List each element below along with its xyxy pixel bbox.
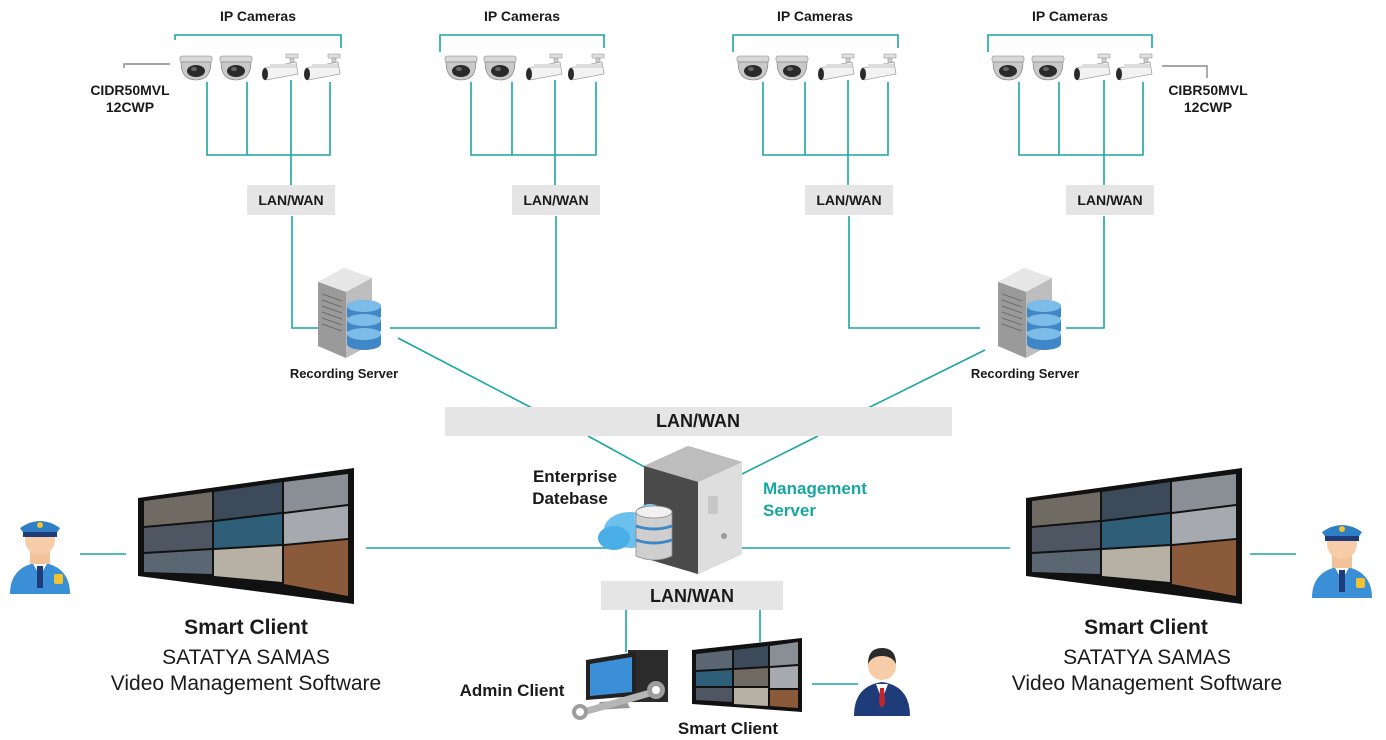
- smart-client-software-line2: Video Management Software: [111, 672, 381, 695]
- dome-camera-icon: [179, 55, 213, 81]
- recording-server-label: Recording Server: [971, 366, 1079, 381]
- bullet-camera-icon: [859, 53, 897, 81]
- camera-group-4: IP Cameras LAN/WAN: [991, 8, 1154, 215]
- camera-group-title: IP Cameras: [220, 8, 296, 24]
- camera-model-left-line2: 12CWP: [106, 99, 154, 115]
- bullet-camera-icon: [525, 53, 563, 81]
- video-wall-small-icon: [692, 638, 802, 712]
- dome-camera-icon: [991, 55, 1025, 81]
- camera-model-right-line2: 12CWP: [1184, 99, 1232, 115]
- network-box: [1066, 185, 1154, 215]
- smart-client-software-line1: SATATYA SAMAS: [162, 646, 330, 669]
- database-label-line1: Enterprise: [533, 467, 617, 486]
- wrench-icon: [572, 681, 665, 720]
- management-server-label-line2: Server: [763, 501, 816, 520]
- recording-server-icon: [997, 267, 1062, 359]
- camera-model-right-line1: CIBR50MVL: [1168, 82, 1248, 98]
- bullet-camera-icon: [567, 53, 605, 81]
- admin-client: Admin Client: [460, 650, 668, 720]
- dome-camera-icon: [219, 55, 253, 81]
- user-person-icon: [854, 648, 910, 716]
- bottom-network-box: [601, 581, 783, 610]
- network-label: LAN/WAN: [258, 192, 323, 208]
- recording-server-label: Recording Server: [290, 366, 398, 381]
- recording-server-icon: [317, 267, 382, 359]
- camera-group-1: IP Cameras LAN/WAN: [179, 8, 341, 215]
- smart-client-left: Smart Client SATATYA SAMAS Video Managem…: [10, 468, 381, 695]
- connector-lines: [80, 34, 1296, 685]
- bullet-camera-icon: [261, 53, 299, 81]
- network-box: [247, 185, 335, 215]
- bullet-camera-icon: [1073, 53, 1111, 81]
- dome-camera-icon: [1031, 55, 1065, 81]
- camera-group-3: IP Cameras LAN/WAN: [736, 8, 897, 215]
- database-label-line2: Datebase: [532, 489, 608, 508]
- enterprise-database-icon: [598, 504, 673, 561]
- network-box: [512, 185, 600, 215]
- camera-group-2: IP Cameras LAN/WAN: [444, 8, 605, 215]
- dome-camera-icon: [483, 55, 517, 81]
- camera-group-title: IP Cameras: [777, 8, 853, 24]
- network-box: [805, 185, 893, 215]
- network-label: LAN/WAN: [816, 192, 881, 208]
- smart-client-right: Smart Client SATATYA SAMAS Video Managem…: [1012, 468, 1372, 695]
- dome-camera-icon: [444, 55, 478, 81]
- camera-group-title: IP Cameras: [484, 8, 560, 24]
- smart-client-software-line1: SATATYA SAMAS: [1063, 646, 1231, 669]
- management-server-label-line1: Management: [763, 479, 867, 498]
- security-guard-icon: [1312, 525, 1372, 598]
- bottom-network-label: LAN/WAN: [650, 586, 734, 606]
- camera-group-title: IP Cameras: [1032, 8, 1108, 24]
- dome-camera-icon: [775, 55, 809, 81]
- video-wall-icon: [138, 468, 354, 604]
- bullet-camera-icon: [303, 53, 341, 81]
- smart-client-title: Smart Client: [1084, 616, 1208, 639]
- bullet-camera-icon: [1115, 53, 1153, 81]
- security-guard-icon: [10, 521, 70, 594]
- bullet-camera-icon: [817, 53, 855, 81]
- recording-server-right: Recording Server: [971, 267, 1079, 381]
- admin-client-label: Admin Client: [460, 681, 565, 700]
- recording-server-left: Recording Server: [290, 267, 398, 381]
- main-network-box: [445, 407, 952, 436]
- video-wall-icon: [1026, 468, 1242, 604]
- dome-camera-icon: [736, 55, 770, 81]
- smart-client-title: Smart Client: [184, 616, 308, 639]
- camera-model-left-line1: CIDR50MVL: [90, 82, 170, 98]
- network-label: LAN/WAN: [1077, 192, 1142, 208]
- smart-client-software-line2: Video Management Software: [1012, 672, 1282, 695]
- network-label: LAN/WAN: [523, 192, 588, 208]
- main-network-label: LAN/WAN: [656, 411, 740, 431]
- smart-client-bottom-label: Smart Client: [678, 719, 778, 738]
- smart-client-bottom: Smart Client: [678, 638, 910, 738]
